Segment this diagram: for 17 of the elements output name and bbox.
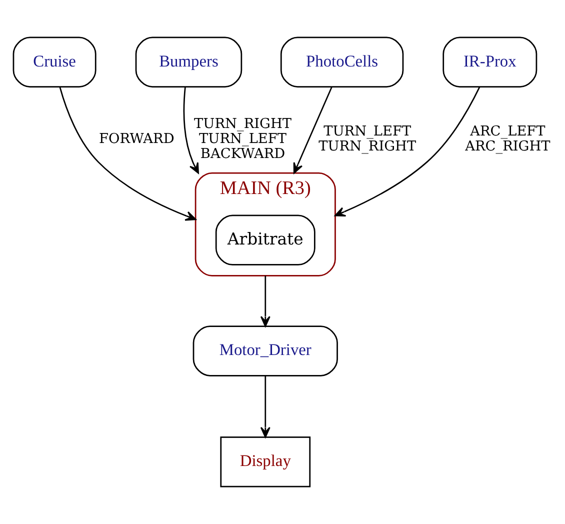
arrow [260,376,270,438]
node-box: Cruise [12,36,96,88]
node-box: Display [220,436,311,488]
arrow [260,276,270,327]
edge-label: TURN_LEFT TURN_RIGHT [318,123,416,154]
node-box: Arbitrate [215,214,316,266]
node-box: PhotoCells [280,36,404,88]
edge-label: FORWARD [99,130,174,147]
node-box: Motor_Driver [192,326,338,376]
edge-label: TURN_RIGHT TURN_LEFT BACKWARD [194,116,292,162]
edge-label: ARC_LEFT ARC_RIGHT [465,123,550,154]
arrow [59,86,196,221]
arrow [293,86,332,174]
arrow [334,86,480,217]
node-box: Bumpers [135,36,242,88]
node-box: IR-Prox [442,36,538,88]
arrow [183,86,199,174]
